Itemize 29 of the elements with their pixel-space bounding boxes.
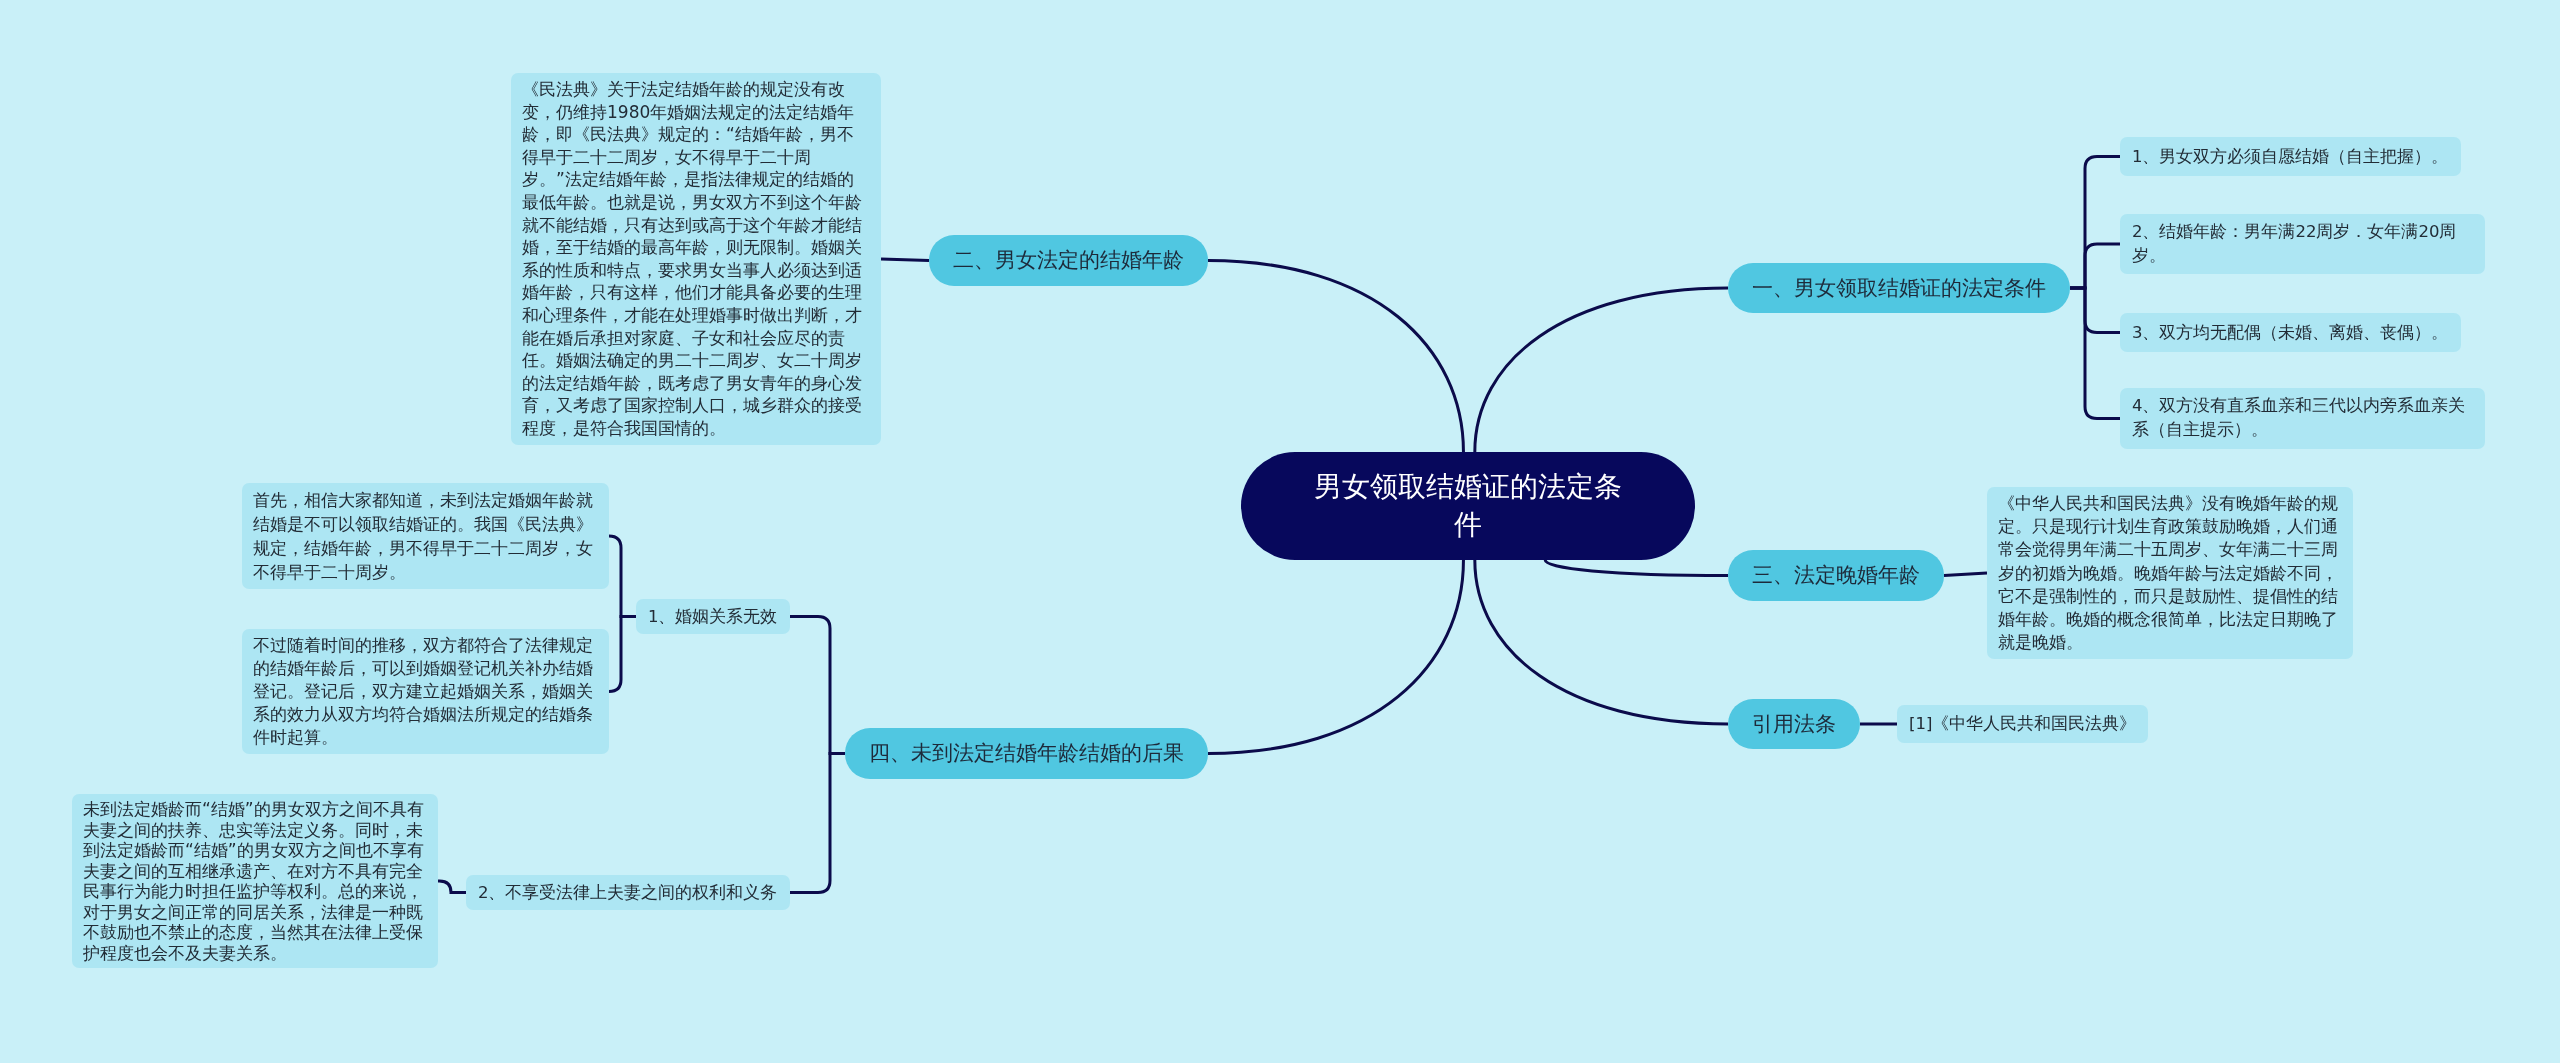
connector-line — [1207, 559, 1465, 755]
subtopic-box: 2、结婚年龄：男年满22周岁．女年满20周岁。 — [2120, 214, 2485, 274]
connector-line — [1943, 571, 1988, 577]
topic-pill: 三、法定晚婚年龄 — [1728, 550, 1944, 601]
subtopic-box: [1]《中华人民共和国民法典》 — [1897, 705, 2149, 743]
connector-line — [790, 752, 845, 894]
topic-pill: 引用法条 — [1728, 699, 1860, 749]
central-topic: 男女领取结婚证的法定条件 — [1241, 452, 1695, 560]
connector-line — [1473, 559, 1729, 726]
subtopic-box: 1、男女双方必须自愿结婚（自主把握）。 — [2120, 137, 2461, 176]
note-box: 《中华人民共和国民法典》没有晚婚年龄的规定。只是现行计划生育政策鼓励晚婚，人们通常会觉得男年满二十五周岁、女年满二十三周岁的初婚为晚婚。晚婚年龄与法定婚龄不同，它不是强制性的，而只是鼓励性、提倡性的结婚年龄。晚婚的概念很简单，比法定日期晚了就是晚婚。 — [1987, 487, 2353, 660]
subtopic-box: 1、婚姻关系无效 — [636, 599, 790, 634]
topic-pill: 四、未到法定结婚年龄结婚的后果 — [845, 728, 1208, 779]
topic-pill: 二、男女法定的结婚年龄 — [929, 235, 1208, 286]
subtopic-box: 3、双方均无配偶（未婚、离婚、丧偶）。 — [2120, 313, 2461, 352]
connector-line — [437, 879, 466, 894]
connector-line — [607, 615, 636, 693]
connector-line — [1544, 559, 1728, 577]
note-box: 未到法定婚龄而“结婚”的男女双方之间不具有夫妻之间的扶养、忠实等法定义务。同时，未到法定婚龄而“结婚”的男女双方之间也不享有夫妻之间的互相继承遗产、在对方不具有完全民事行为能力时担任监护等权利。总的来说，对于男女之间正常的同居关系，法律是一种既不鼓励也不禁止的态度，当然其在法律上受保护程度也会不及夫妻关系。 — [72, 794, 438, 968]
topic-pill: 一、男女领取结婚证的法定条件 — [1728, 263, 2070, 313]
connector-line — [1473, 286, 1729, 453]
note-box: 不过随着时间的推移，双方都符合了法律规定的结婚年龄后，可以到婚姻登记机关补办结婚登记。登记后，双方建立起婚姻关系，婚姻关系的效力从双方均符合婚姻法所规定的结婚条件时起算。 — [242, 629, 609, 754]
note-box: 首先，相信大家都知道，未到法定婚姻年龄就结婚是不可以领取结婚证的。我国《民法典》规定，结婚年龄，男不得早于二十二周岁，女不得早于二十周岁。 — [242, 483, 609, 589]
subtopic-box: 2、不享受法律上夫妻之间的权利和义务 — [466, 875, 790, 910]
subtopic-box: 4、双方没有直系血亲和三代以内旁系血亲关系（自主提示）。 — [2120, 388, 2485, 449]
connector-line — [1860, 722, 1897, 726]
note-box: 《民法典》关于法定结婚年龄的规定没有改变，仍维持1980年婚姻法规定的法定结婚年龄，即《民法典》规定的：“结婚年龄，男不得早于二十二周岁，女不得早于二十周岁。”法定结婚年龄，是指法律规定的结婚的最低年龄。也就是说，男女双方不到这个年龄就不能结婚，只有达到或高于这个年龄才能结婚，至于结婚的最高年龄，则无限制。婚姻关系的性质和特点，要求男女当事人必须达到适婚年龄，只有这样，他们才能具备必要的生理和心理条件，才能在处理婚事时做出判断，才能在婚后承担对家庭、子女和社会应尽的责任。婚姻法确定的男二十二周岁、女二十周岁的法定结婚年龄，既考虑了男女青年的身心发育，又考虑了国家控制人口，城乡群众的接受程度，是符合我国国情的。 — [511, 73, 881, 445]
connector-line — [880, 257, 930, 262]
connector-line — [1207, 259, 1465, 453]
